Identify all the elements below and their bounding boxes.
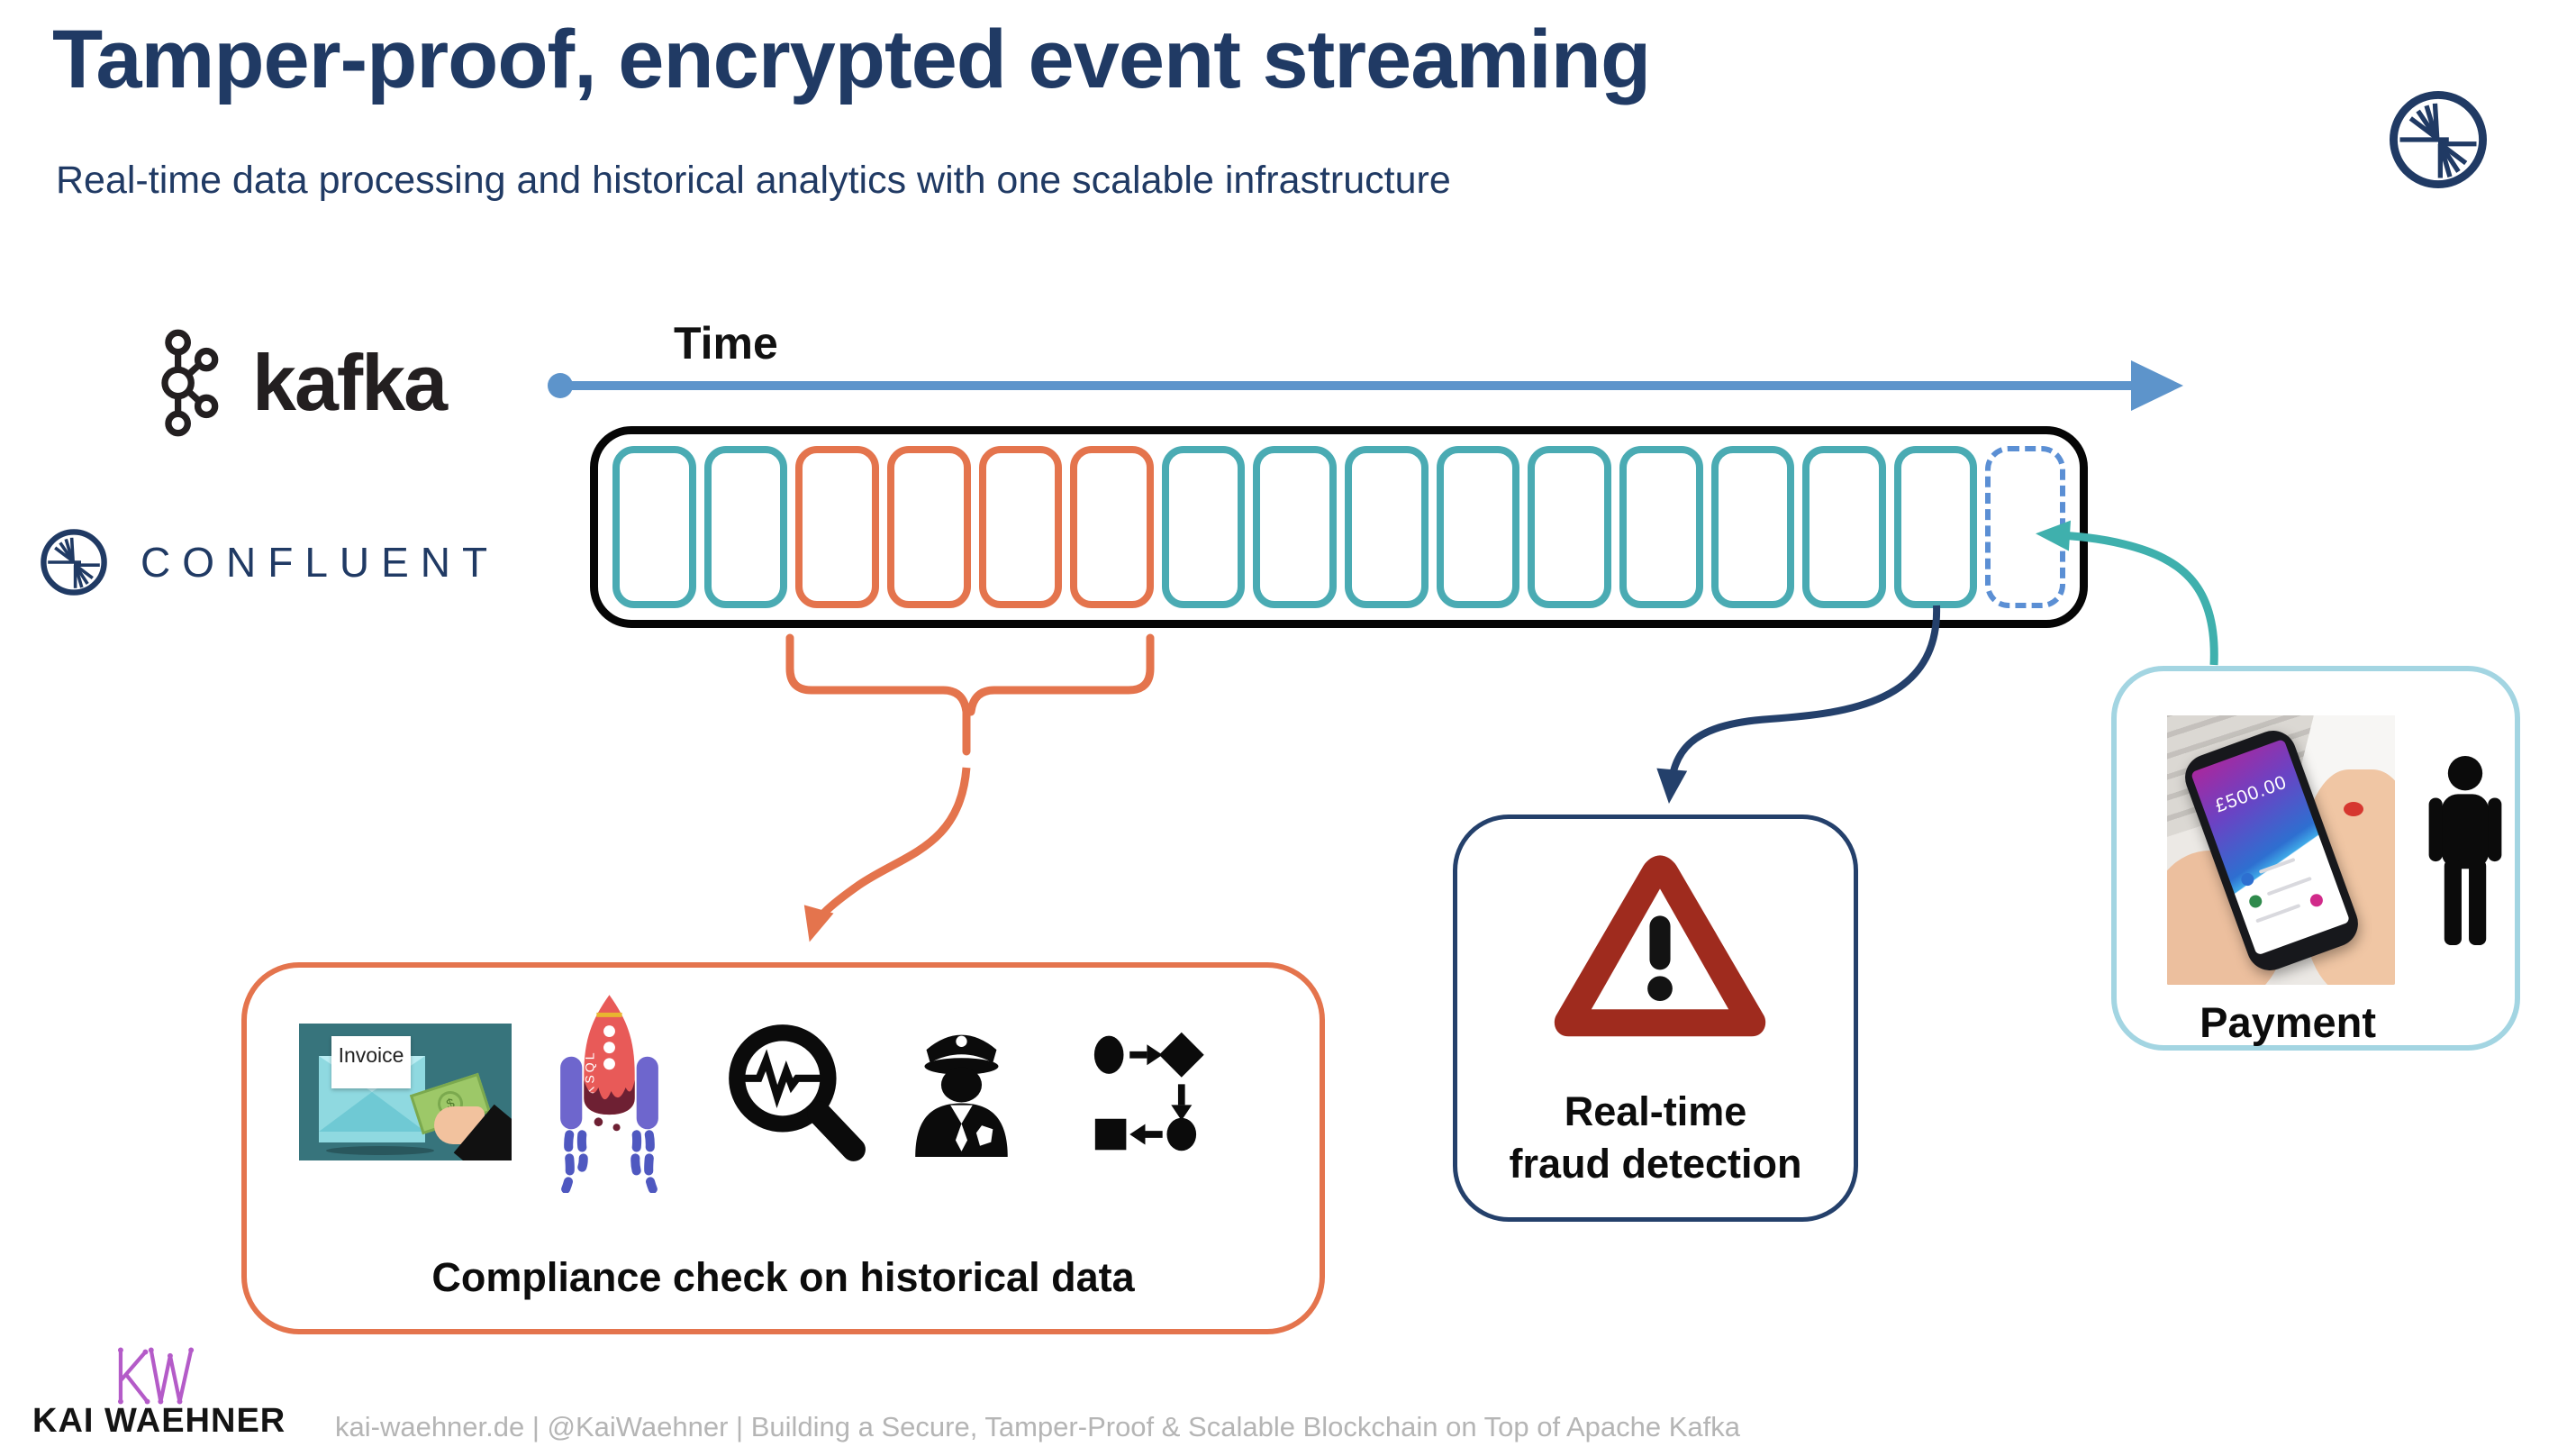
stream-cell-teal — [1161, 446, 1246, 608]
kafka-label: kafka — [252, 338, 448, 427]
event-stream-container — [590, 426, 2088, 628]
phone-amount: £500.00 — [2212, 771, 2290, 817]
stream-cell-teal — [612, 446, 696, 608]
person-icon — [2428, 756, 2502, 945]
pulse-magnifier-icon — [729, 1024, 866, 1161]
page-subtitle: Real-time data processing and historical… — [56, 159, 1451, 202]
confluent-logo-icon — [2390, 91, 2487, 188]
stream-cell-teal — [1802, 446, 1886, 608]
historical-brace — [785, 633, 1155, 756]
rocket-ksql-text: KSQL — [582, 1050, 596, 1095]
envelope-shadow — [326, 1146, 434, 1155]
fraud-arrow — [1656, 605, 1941, 804]
stream-cell-teal — [1345, 446, 1429, 608]
confluent-label: CONFLUENT — [141, 539, 500, 586]
police-officer-icon — [915, 1034, 1008, 1157]
stream-cell-incoming — [1985, 446, 2065, 608]
footer-text: kai-waehner.de | @KaiWaehner | Building … — [335, 1411, 1741, 1442]
compliance-arrow — [803, 767, 971, 942]
fraud-detection-box: Real-time fraud detection — [1453, 815, 1858, 1222]
kafka-logo-icon — [161, 329, 219, 437]
flowchart-icon — [1093, 1032, 1204, 1151]
invoice-payment-picture: Invoice $ — [299, 1024, 512, 1160]
fraud-label-line2: fraud detection — [1509, 1140, 1802, 1187]
fraud-label-line1: Real-time — [1564, 1088, 1747, 1134]
fraud-label: Real-time fraud detection — [1457, 1086, 1854, 1189]
app-dot — [2308, 892, 2325, 909]
list-line — [2266, 876, 2312, 896]
stream-cell-orange — [1070, 446, 1154, 608]
payment-box: £500.00 Payment — [2111, 666, 2520, 1051]
stream-cell-teal — [1893, 446, 1978, 608]
list-line — [2255, 903, 2301, 924]
stream-cell-teal — [1436, 446, 1520, 608]
list-line — [2258, 857, 2296, 874]
stream-cell-teal — [1528, 446, 1611, 608]
app-dot — [2239, 871, 2256, 888]
stream-cell-orange — [886, 446, 971, 608]
time-axis-label: Time — [674, 318, 778, 369]
ksql-rocket-icon: KSQL — [560, 995, 658, 1193]
confluent-brand: CONFLUENT — [38, 526, 499, 598]
stream-cell-teal — [703, 446, 788, 608]
stream-cell-teal — [1710, 446, 1795, 608]
brand-name: KAI WAEHNER — [32, 1402, 286, 1440]
stream-cell-orange — [978, 446, 1063, 608]
stream-cells — [598, 434, 2080, 620]
compliance-label: Compliance check on historical data — [431, 1254, 1135, 1300]
page-title: Tamper-proof, encrypted event streaming — [52, 14, 1651, 105]
warning-icon — [1554, 855, 1766, 1037]
compliance-box: Invoice $ KSQL — [241, 962, 1325, 1334]
payment-label: Payment — [2200, 998, 2377, 1046]
invoice-paper: Invoice — [331, 1036, 411, 1088]
payment-phone-picture: £500.00 — [2167, 715, 2395, 985]
kw-monogram-icon — [117, 1347, 195, 1405]
invoice-label: Invoice — [338, 1043, 404, 1067]
fingernail — [2344, 802, 2363, 816]
stream-cell-teal — [1253, 446, 1337, 608]
stream-cell-orange — [795, 446, 879, 608]
kafka-brand: kafka — [150, 326, 448, 440]
time-arrow — [548, 360, 2183, 411]
app-dot — [2247, 893, 2264, 910]
stream-cell-teal — [1619, 446, 1703, 608]
confluent-logo-icon — [41, 529, 107, 596]
envelope-front — [319, 1092, 425, 1132]
